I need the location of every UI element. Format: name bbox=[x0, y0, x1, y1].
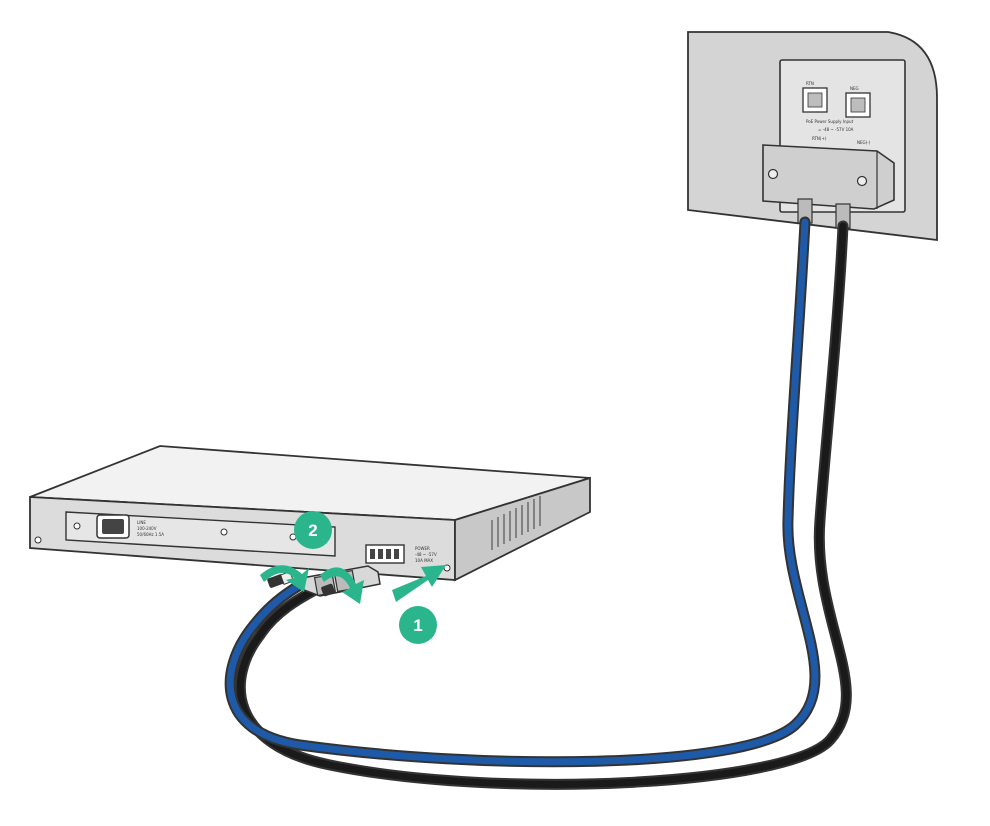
step-1-number: 1 bbox=[413, 616, 422, 635]
panel-port-neg: NEG bbox=[845, 86, 871, 118]
dc-label-current: 10A MAX bbox=[415, 558, 433, 563]
tighten-arrow-left bbox=[260, 565, 309, 592]
step-1-badge bbox=[399, 606, 437, 644]
panel-term-left-label: RTN(+) bbox=[812, 136, 827, 141]
panel-term-right-label: NEG(-) bbox=[857, 140, 871, 145]
vent-grille bbox=[491, 496, 541, 550]
ac-label-voltage: 100-240V bbox=[137, 526, 157, 531]
captive-screw-right bbox=[321, 583, 335, 597]
panel-rating-label: = -48 ~ -57V 10A bbox=[818, 127, 854, 132]
network-switch: LINE 100-240V 50/60Hz 1.5A POWER -48 ~ -… bbox=[29, 445, 591, 582]
insert-direction-arrow bbox=[392, 565, 446, 602]
cover-screw-right bbox=[856, 175, 868, 187]
power-module-bay bbox=[65, 511, 336, 557]
screw bbox=[34, 536, 42, 544]
terminal-cover-box bbox=[762, 144, 895, 210]
ac-label-line: LINE bbox=[137, 520, 146, 525]
panel-port-rtn: RTN bbox=[802, 81, 828, 113]
dc-label-power: POWER bbox=[415, 546, 430, 551]
dc-label-voltage: -48 ~ -57V bbox=[415, 552, 437, 557]
cover-screw-left bbox=[767, 168, 779, 180]
cable-connector-plug bbox=[267, 565, 381, 597]
power-cables bbox=[224, 216, 852, 790]
step-2-indicator: 2 bbox=[260, 511, 364, 604]
dc-terminal-block bbox=[365, 544, 405, 564]
ac-power-inlet bbox=[96, 514, 130, 539]
port-neg-label: NEG bbox=[850, 86, 859, 91]
port-rtn-label: RTN bbox=[806, 81, 814, 86]
panel-input-label: PoE Power Supply Input bbox=[806, 119, 854, 124]
screw bbox=[73, 522, 81, 530]
step-1-indicator: 1 bbox=[392, 565, 446, 644]
step-2-badge bbox=[294, 511, 332, 549]
ac-label-freq: 50/60Hz 1.5A bbox=[137, 532, 164, 537]
tighten-arrow-right bbox=[320, 567, 364, 604]
screw bbox=[220, 528, 228, 536]
step-2-number: 2 bbox=[308, 521, 317, 540]
wall-power-panel: RTN NEG PoE Power Supply Input = -48 ~ -… bbox=[687, 31, 938, 242]
